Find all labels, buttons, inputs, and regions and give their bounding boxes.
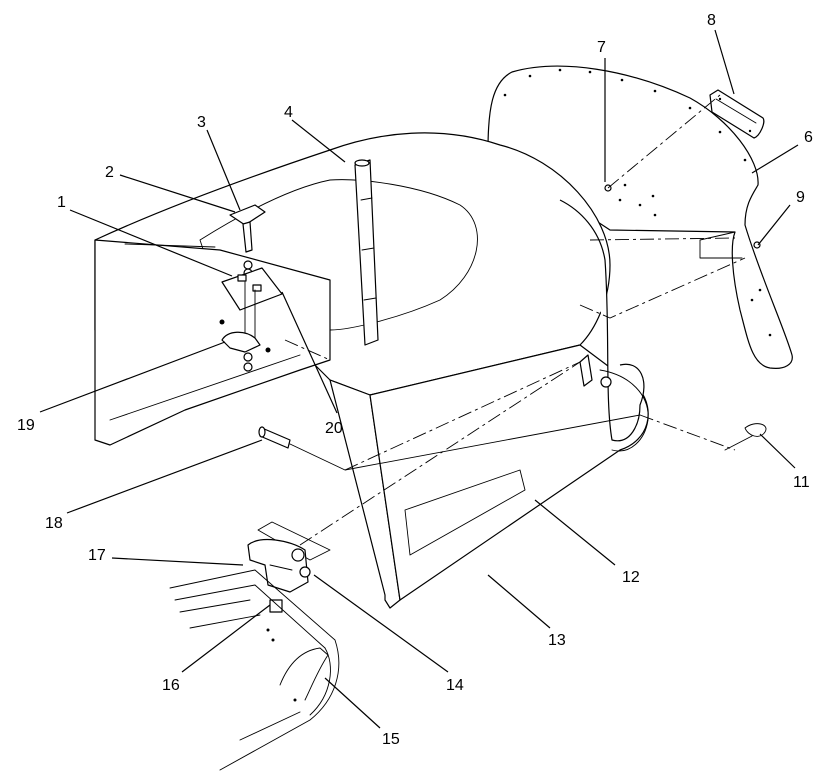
callout-11: 11: [793, 474, 810, 491]
callout-12: 12: [622, 569, 640, 586]
callout-18: 18: [45, 515, 63, 532]
base-frame: [169, 569, 340, 771]
callout-2: 2: [105, 164, 114, 181]
callout-20: 20: [325, 420, 343, 437]
callout-16: 16: [162, 677, 180, 694]
hinge-bracket: [247, 361, 581, 613]
callout-19: 19: [17, 417, 35, 434]
cover-plate: [709, 89, 765, 139]
callout-labels: 1 2 3 4 6 7 8 9 11 12 13 14 15 16 17 18 …: [17, 12, 813, 748]
callout-6: 6: [804, 129, 813, 146]
callout-3: 3: [197, 114, 206, 131]
callout-9: 9: [796, 189, 805, 206]
hood-housing: [94, 132, 649, 609]
callout-14: 14: [446, 677, 464, 694]
callout-15: 15: [382, 731, 400, 748]
callout-7: 7: [597, 39, 606, 56]
leader-lines: [39, 29, 799, 729]
callout-17: 17: [88, 547, 106, 564]
retaining-clip: [724, 423, 767, 451]
assembly-lines: [284, 94, 746, 451]
callout-13: 13: [548, 632, 566, 649]
callout-1: 1: [57, 194, 66, 211]
support-rod: [354, 159, 379, 346]
latch-assembly: [219, 204, 283, 372]
callout-8: 8: [707, 12, 716, 29]
callout-4: 4: [284, 104, 293, 121]
